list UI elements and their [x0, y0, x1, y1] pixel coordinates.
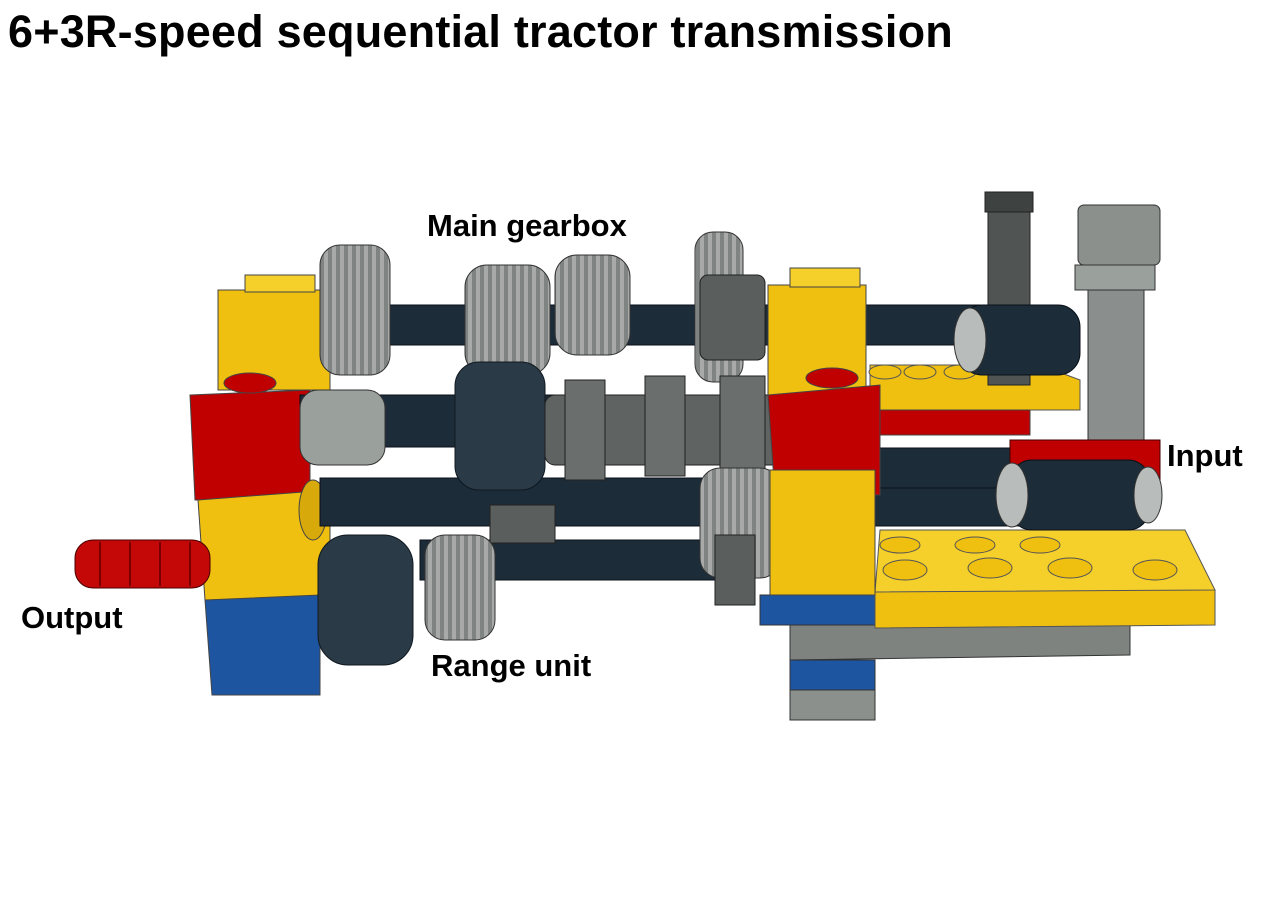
left-bricks — [189, 274, 331, 696]
main-gearbox-label: Main gearbox — [427, 208, 627, 243]
output-label: Output — [21, 600, 123, 635]
input-label: Input — [1167, 438, 1243, 473]
right-bricks — [767, 267, 881, 596]
input-couplers — [953, 304, 1163, 531]
gears — [319, 231, 786, 606]
range-unit-label: Range unit — [431, 648, 592, 683]
page-title: 6+3R-speed sequential tractor transmissi… — [8, 6, 953, 57]
output-axle — [74, 539, 211, 589]
right-baseplate-stack — [759, 529, 1216, 721]
range-unit-gears — [299, 389, 496, 666]
plate-studs — [879, 536, 1178, 581]
